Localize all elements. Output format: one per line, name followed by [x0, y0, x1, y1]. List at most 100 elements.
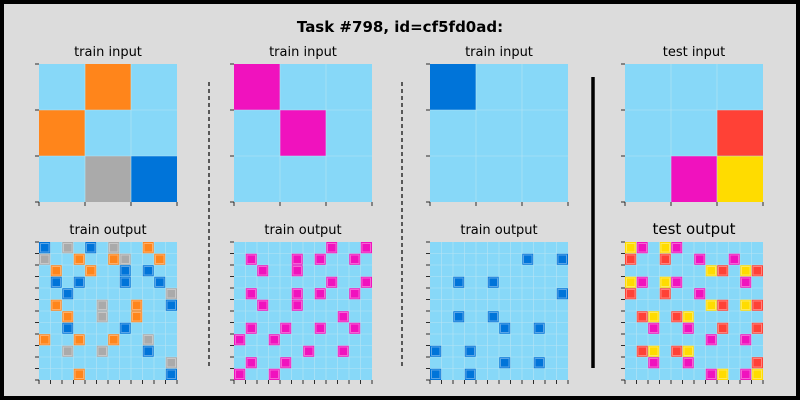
grid-cell: [510, 242, 522, 254]
cell-highlight: [315, 323, 325, 333]
grid-cell: [625, 64, 671, 110]
grid-cell: [245, 311, 257, 323]
grid-cell: [108, 357, 120, 369]
cell-highlight: [97, 346, 107, 356]
grid-cell: [636, 242, 648, 254]
grid-cell: [499, 242, 511, 254]
panel-3: train output: [230, 223, 373, 384]
cell-highlight: [292, 300, 302, 310]
grid-cell: [464, 311, 476, 323]
grid-cell: [154, 253, 166, 265]
grid-cell: [165, 253, 177, 265]
grid-cell: [476, 299, 488, 311]
panel-label: train output: [69, 223, 146, 238]
grid-cell: [740, 288, 752, 300]
grid-cell: [705, 322, 717, 334]
grid-cell: [522, 345, 534, 357]
cell-highlight: [235, 369, 245, 379]
grid-cell: [751, 334, 763, 346]
grid-cell: [430, 64, 476, 110]
grid-cell: [234, 64, 280, 110]
grid-cell: [245, 357, 257, 369]
grid-cell: [717, 334, 729, 346]
grid-cell: [441, 288, 453, 300]
cell-highlight: [741, 266, 751, 276]
cell-highlight: [695, 289, 705, 299]
grid-cell: [268, 242, 280, 254]
grid-cell: [751, 345, 763, 357]
grid-cell: [119, 242, 131, 254]
grid-cell: [142, 276, 154, 288]
grid-cell: [303, 253, 315, 265]
grid-cell: [751, 368, 763, 380]
grid-cell: [533, 368, 545, 380]
grid-cell: [453, 368, 465, 380]
grid-cell: [85, 357, 97, 369]
grid-cell: [717, 322, 729, 334]
grid-cell: [694, 357, 706, 369]
cell-highlight: [626, 277, 636, 287]
panel-label: test output: [652, 220, 735, 238]
grid-cell: [303, 288, 315, 300]
grid-cell: [268, 265, 280, 277]
grid-cell: [39, 64, 85, 110]
grid-cell: [268, 334, 280, 346]
grid-cell: [522, 311, 534, 323]
grid-cell: [625, 322, 637, 334]
grid-cell: [441, 345, 453, 357]
cell-highlight: [729, 254, 739, 264]
grid-cell: [50, 299, 62, 311]
grid-cell: [510, 334, 522, 346]
grid-cell: [751, 357, 763, 369]
grid-cell: [62, 334, 74, 346]
grid-cell: [257, 322, 269, 334]
grid-cell: [717, 368, 729, 380]
grid-cell: [464, 253, 476, 265]
grid-cell: [499, 311, 511, 323]
grid-cell: [682, 299, 694, 311]
grid-cell: [659, 288, 671, 300]
grid-cell: [728, 368, 740, 380]
grid-cell: [142, 299, 154, 311]
grid-cell: [636, 357, 648, 369]
grid-cell: [326, 265, 338, 277]
grid-cell: [545, 265, 557, 277]
grid-cell: [533, 276, 545, 288]
grid-cell: [62, 265, 74, 277]
grid-cell: [73, 299, 85, 311]
grid-cell: [705, 311, 717, 323]
grid-cell: [62, 368, 74, 380]
grid-cell: [659, 322, 671, 334]
grid-cell: [131, 156, 177, 202]
grid-cell: [291, 322, 303, 334]
grid-cell: [510, 276, 522, 288]
grid-cell: [50, 288, 62, 300]
grid-cell: [291, 311, 303, 323]
grid-cell: [154, 322, 166, 334]
cell-highlight: [292, 266, 302, 276]
grid-cell: [257, 334, 269, 346]
panel-7: test output: [621, 220, 764, 384]
grid-cell: [728, 276, 740, 288]
grid-cell: [694, 334, 706, 346]
grid-cell: [165, 265, 177, 277]
grid-cell: [487, 265, 499, 277]
grid-cell: [499, 322, 511, 334]
grid-cell: [430, 242, 442, 254]
grid-cell: [326, 334, 338, 346]
grid-cell: [705, 368, 717, 380]
grid-cell: [96, 368, 108, 380]
panel-label: train output: [460, 223, 537, 238]
cell-highlight: [109, 243, 119, 253]
grid-cell: [131, 265, 143, 277]
cell-highlight: [718, 369, 728, 379]
grid-cell: [131, 368, 143, 380]
panel-label: train output: [264, 223, 341, 238]
grid-cell: [39, 253, 51, 265]
grid-cell: [39, 110, 85, 156]
grid-cell: [62, 357, 74, 369]
grid-cell: [234, 288, 246, 300]
grid-cell: [740, 253, 752, 265]
cell-highlight: [752, 369, 762, 379]
grid-cell: [682, 276, 694, 288]
